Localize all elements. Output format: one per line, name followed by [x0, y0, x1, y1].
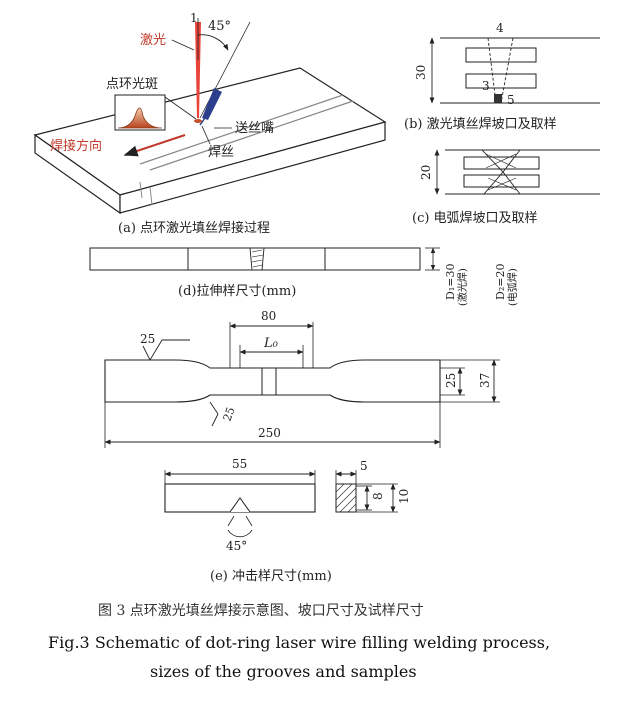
dim-height-8: 8: [371, 492, 385, 500]
weld-zone-hatch: [249, 247, 265, 271]
leader-spot: [164, 96, 197, 120]
side-note-d2: D₂=20: [494, 264, 507, 300]
roughness-symbol-bottom: [209, 401, 219, 427]
angle-arc: [197, 34, 229, 51]
dim-width-37: 37: [478, 373, 492, 388]
mark-3: 3: [482, 79, 490, 93]
dim-80: 80: [261, 309, 276, 323]
label-angle-45: 45°: [208, 19, 231, 34]
roughness-bottom: 25: [221, 405, 238, 423]
arc-weld-bead: [480, 149, 521, 195]
mark-4: 4: [496, 21, 504, 35]
dim-height-10: 10: [397, 489, 411, 504]
panel-d-tensile-overall: D₁=30 (激光焊) D₂=20 (电弧焊) (d)拉伸样尺寸(mm): [89, 247, 519, 306]
leader-wire: [201, 125, 211, 145]
dim-length-55: 55: [232, 457, 247, 471]
tensile-specimen-drawing: 80 L₀ 25 25 25 37 250: [104, 309, 500, 448]
caption-en-2: sizes of the grooves and samples: [150, 662, 417, 681]
caption-en-1: Fig.3 Schematic of dot-ring laser wire f…: [48, 633, 550, 652]
panel-c-arc-groove: 20 (c) 电弧焊坡口及取样: [412, 149, 600, 226]
label-ring-spot: 点环光斑: [106, 77, 158, 92]
notch-angle-arc: [227, 529, 253, 538]
caption-cn: 图 3 点环激光填丝焊接示意图、坡口尺寸及试样尺寸: [98, 602, 424, 619]
notch-angle: 45°: [226, 539, 247, 553]
welding-direction-arrow: [123, 134, 186, 157]
label-marker-1: 1: [190, 11, 198, 25]
sample-upper: [465, 47, 537, 63]
weld-spot: [194, 119, 202, 123]
v-notch: [229, 497, 251, 513]
tensile-weld-zone: [261, 367, 277, 396]
dim-width-25: 25: [444, 373, 458, 388]
plate-right-face: [119, 121, 386, 214]
weld-seam-front: [139, 181, 153, 206]
dim-20: 20: [419, 165, 433, 180]
ring-spot-profile: [117, 107, 163, 129]
figure-captions: 图 3 点环激光填丝焊接示意图、坡口尺寸及试样尺寸 Fig.3 Schemati…: [48, 602, 550, 681]
roughness-symbol-top: [142, 339, 190, 361]
weld-seam: [139, 94, 354, 171]
panel-b-laser-groove: 30 4 3 5 (b) 激光填丝焊坡口及取样: [404, 21, 600, 132]
gauge-l0: L₀: [263, 336, 279, 351]
leader-laser: [171, 39, 195, 51]
dim-width-5: 5: [360, 459, 368, 473]
wire-nozzle: [202, 88, 222, 120]
caption-e: (e) 冲击样尺寸(mm): [210, 569, 332, 584]
caption-d: (d)拉伸样尺寸(mm): [178, 284, 296, 299]
label-weld-direction: 焊接方向: [50, 138, 102, 154]
label-wire: 焊丝: [208, 144, 234, 160]
mark-5: 5: [507, 93, 515, 107]
dim-length-250: 250: [258, 426, 281, 440]
roughness-top: 25: [140, 332, 155, 346]
side-note-d2b: (电弧焊): [506, 268, 519, 306]
laser-beam: [195, 22, 201, 118]
nozzle-axis-line: [199, 21, 251, 119]
caption-a: (a) 点环激光填丝焊接过程: [118, 220, 270, 236]
sample-lower: [465, 73, 537, 89]
dim-30: 30: [414, 65, 428, 80]
label-nozzle: 送丝嘴: [235, 121, 274, 136]
label-laser: 激光: [140, 33, 166, 48]
welding-wire: [199, 117, 206, 126]
caption-c: (c) 电弧焊坡口及取样: [412, 210, 538, 226]
panel-e-impact-specimen: 55 45° 5 8 10 (e) 冲击样尺寸(mm): [164, 457, 411, 584]
panel-a-welding-process: 1 45° 激光 点环光斑 焊接方向 送丝嘴 焊丝 (a) 点环激光填丝焊接过程: [33, 11, 387, 236]
caption-b: (b) 激光填丝焊坡口及取样: [404, 116, 557, 132]
side-note-d1b: (激光焊): [456, 268, 469, 306]
side-note-d1: D₁=30: [444, 264, 457, 300]
